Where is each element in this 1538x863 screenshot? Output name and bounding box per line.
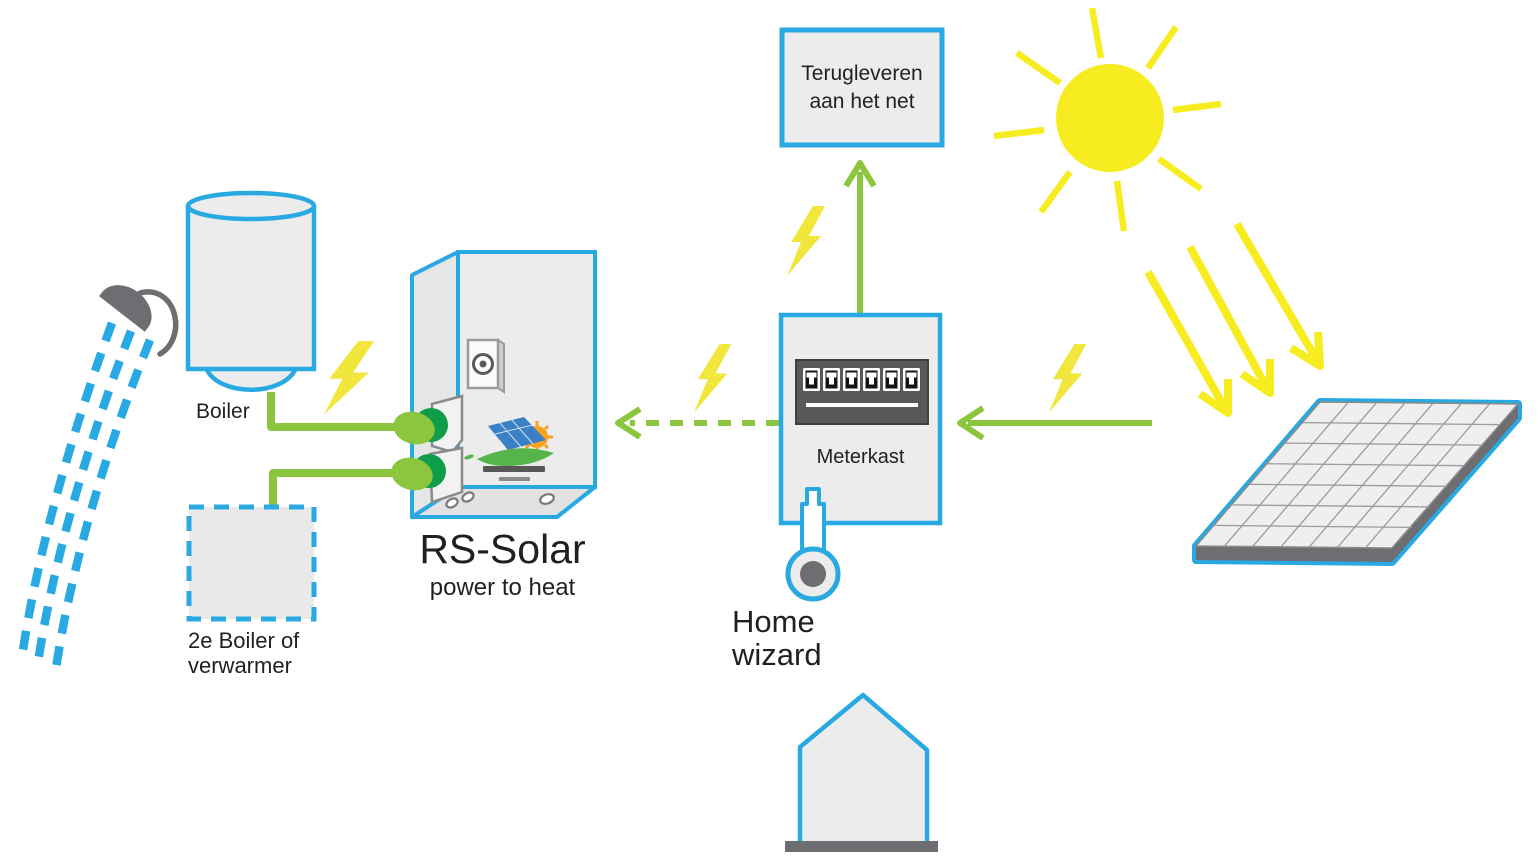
sunbeam-arrow-icon: [1144, 221, 1324, 417]
boiler-icon: [185, 190, 317, 392]
rs-solar-label: RS-Solar power to heat: [405, 526, 600, 602]
rs-solar-unit-icon: [391, 250, 597, 519]
home-wizard-label: Home wizard: [732, 605, 822, 672]
grid-return-line2: aan het net: [809, 89, 915, 113]
meterkast-icon: [778, 312, 943, 526]
screw-icon: [445, 491, 555, 509]
sun-icon: [993, 7, 1222, 232]
solar-panel-icon: [1192, 398, 1522, 566]
grid-return-box: [779, 27, 945, 148]
second-boiler-line2: verwarmer: [188, 653, 292, 679]
boiler-cable: [267, 392, 418, 431]
water-spray-icon: [18, 321, 154, 669]
rs-solar-subtitle: power to heat: [429, 574, 576, 602]
grid-return-line1: Terugleveren: [801, 62, 923, 86]
house-icon: [785, 692, 938, 852]
second-boiler-line1: 2e Boiler of: [188, 628, 300, 653]
boiler-label: Boiler: [196, 400, 250, 423]
power-plug-icon: [391, 394, 464, 504]
panel-feed-arrow-icon: [957, 405, 1152, 441]
homewizard-sensor-icon: [785, 487, 841, 602]
rs-solar-feed-arrow-icon: [615, 406, 779, 440]
power-switch-icon: [466, 338, 505, 394]
second-boiler-label: 2e Boiler of verwarmer: [188, 628, 299, 678]
grid-return-label: Terugleveren aan het net: [782, 30, 942, 145]
rs-solar-title: RS-Solar: [419, 526, 586, 572]
rs-solar-logo-icon: [464, 417, 554, 481]
grid-return-arrow-icon: [843, 160, 877, 314]
home-wizard-line1: Home: [732, 604, 815, 639]
meterkast-label: Meterkast: [816, 446, 905, 468]
shower-icon: [18, 285, 179, 669]
home-wizard-line2: wizard: [732, 637, 822, 673]
second-boiler-cable: [269, 469, 414, 509]
second-boiler-slot: [186, 504, 317, 622]
